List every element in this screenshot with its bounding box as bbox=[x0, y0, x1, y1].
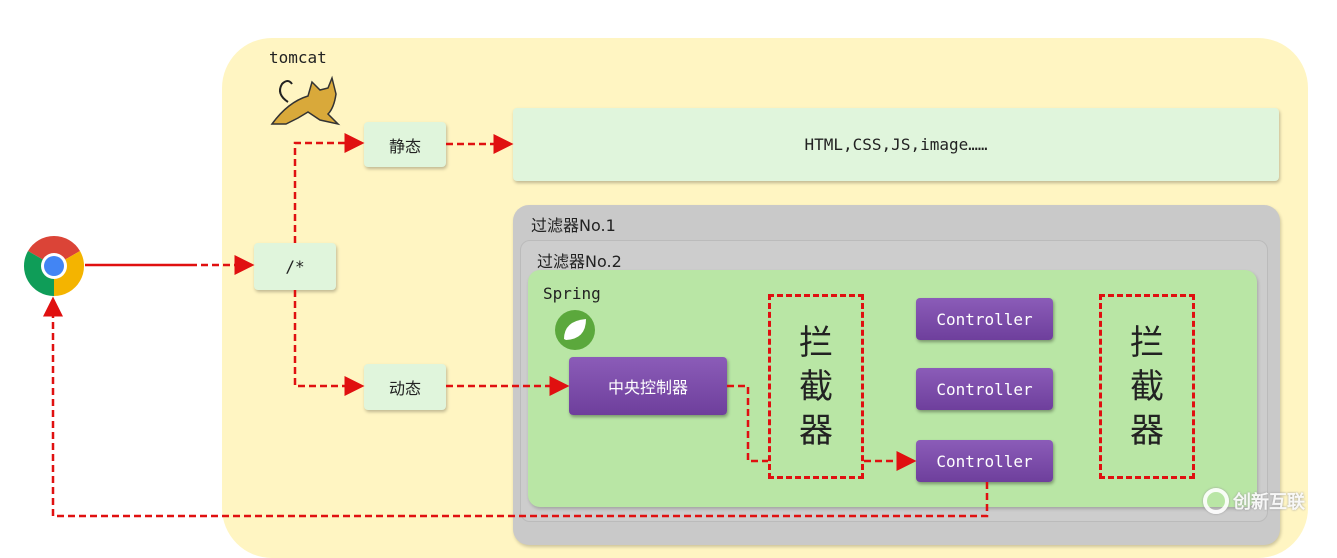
interceptor-char: 器 bbox=[799, 410, 833, 451]
interceptor-char: 截 bbox=[799, 366, 833, 407]
tomcat-label: tomcat bbox=[269, 48, 327, 67]
flow-arrows bbox=[43, 133, 989, 518]
filter-2-label: 过滤器No.2 bbox=[537, 252, 622, 271]
interceptor-post: 拦 截 器 bbox=[1099, 294, 1195, 479]
interceptor-char: 拦 bbox=[1130, 322, 1164, 363]
response-arrow bbox=[43, 296, 989, 518]
static-arrow bbox=[293, 133, 365, 243]
controller-1: Controller bbox=[916, 298, 1053, 340]
interceptor-char: 拦 bbox=[799, 322, 833, 363]
controller-2: Controller bbox=[916, 368, 1053, 410]
static-resources-box: HTML,CSS,JS,image…… bbox=[513, 108, 1279, 181]
interceptor-char: 器 bbox=[1130, 410, 1164, 451]
dispatcher-servlet: 中央控制器 bbox=[569, 357, 727, 415]
interceptor-char: 截 bbox=[1130, 366, 1164, 407]
spring-leaf-icon bbox=[555, 310, 595, 350]
tomcat-cat-icon bbox=[270, 75, 341, 126]
spring-label: Spring bbox=[543, 284, 601, 303]
filter-1-label: 过滤器No.1 bbox=[531, 216, 616, 235]
watermark: 创新互联 bbox=[1203, 488, 1305, 514]
url-pattern-node: /* bbox=[254, 243, 336, 290]
watermark-text: 创新互联 bbox=[1233, 492, 1305, 513]
chrome-browser-icon[interactable] bbox=[23, 235, 85, 297]
dynamic-arrow bbox=[293, 290, 365, 396]
interceptor-pre: 拦 截 器 bbox=[768, 294, 864, 479]
watermark-logo-icon bbox=[1203, 488, 1229, 514]
dynamic-node: 动态 bbox=[364, 364, 446, 410]
static-node: 静态 bbox=[364, 122, 446, 167]
interceptor-arrow bbox=[727, 384, 768, 463]
controller-3: Controller bbox=[916, 440, 1053, 482]
